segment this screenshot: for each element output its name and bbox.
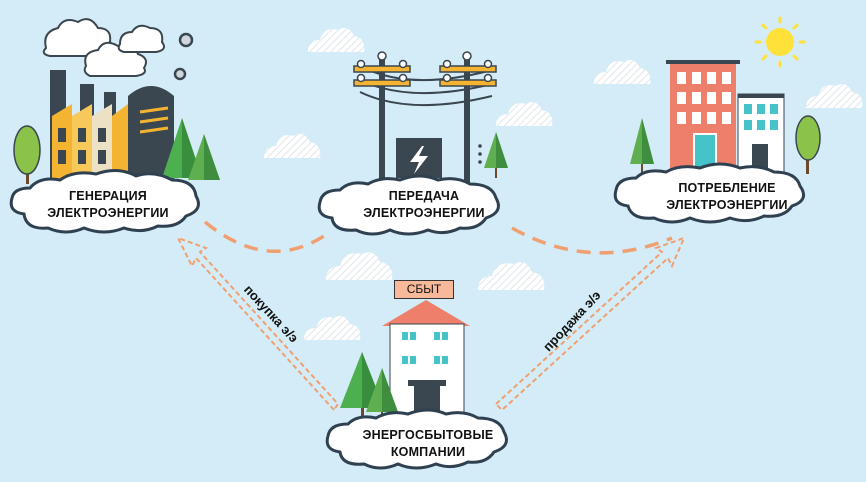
city-buildings-icon: [666, 60, 785, 177]
connector-transmission-consumption: [511, 226, 673, 255]
bg-cloud-icon: [496, 102, 553, 126]
transmission-label: ПЕРЕДАЧА ЭЛЕКТРОЭНЕРГИИ: [344, 188, 504, 222]
buy-arrow: [175, 236, 340, 412]
sell-arrow: [494, 236, 686, 412]
transmission-label-line2: ЭЛЕКТРОЭНЕРГИИ: [363, 206, 485, 220]
power-line-icon: [353, 51, 497, 184]
consumption-label-line1: ПОТРЕБЛЕНИЕ: [678, 181, 776, 195]
retail-building-icon: [382, 300, 470, 421]
tree-icon: [13, 125, 41, 184]
retail-label-line2: КОМПАНИИ: [390, 445, 466, 459]
transmission-cloud: [317, 174, 500, 236]
consumption-cloud: [613, 162, 806, 224]
consumption-label: ПОТРЕБЛЕНИЕ ЭЛЕКТРОЭНЕРГИИ: [642, 180, 812, 214]
generation-label: ГЕНЕРАЦИЯ ЭЛЕКТРОЭНЕРГИИ: [28, 188, 188, 222]
bg-cloud-icon: [308, 28, 365, 52]
pine-tree-icon: [630, 118, 654, 176]
retail-label-line1: ЭНЕРГОСБЫТОВЫЕ: [362, 428, 494, 442]
bg-cloud-icon: [594, 60, 651, 84]
retail-badge: СБЫТ: [394, 280, 454, 299]
lightning-icon: [410, 146, 428, 174]
bg-cloud-icon: [264, 134, 321, 158]
generation-label-line1: ГЕНЕРАЦИЯ: [69, 189, 147, 203]
consumption-label-line2: ЭЛЕКТРОЭНЕРГИИ: [666, 198, 788, 212]
sun-icon: [754, 16, 806, 68]
bg-cloud-icon: [806, 84, 863, 108]
pine-tree-icon: [484, 132, 508, 178]
connector-generation-transmission: [203, 220, 332, 253]
retail-label: ЭНЕРГОСБЫТОВЫЕ КОМПАНИИ: [350, 427, 506, 461]
bg-cloud-icon: [326, 252, 393, 280]
retail-cloud: [325, 408, 508, 470]
tree-icon: [795, 115, 821, 174]
generation-cloud: [9, 169, 200, 234]
flow-connectors: [203, 220, 673, 255]
generation-label-line2: ЭЛЕКТРОЭНЕРГИИ: [47, 206, 169, 220]
pine-tree-icon: [162, 118, 220, 180]
bg-cloud-icon: [304, 316, 361, 340]
bg-cloud-icon: [478, 262, 545, 290]
transmission-label-line1: ПЕРЕДАЧА: [388, 189, 460, 203]
background-clouds: [264, 28, 863, 340]
